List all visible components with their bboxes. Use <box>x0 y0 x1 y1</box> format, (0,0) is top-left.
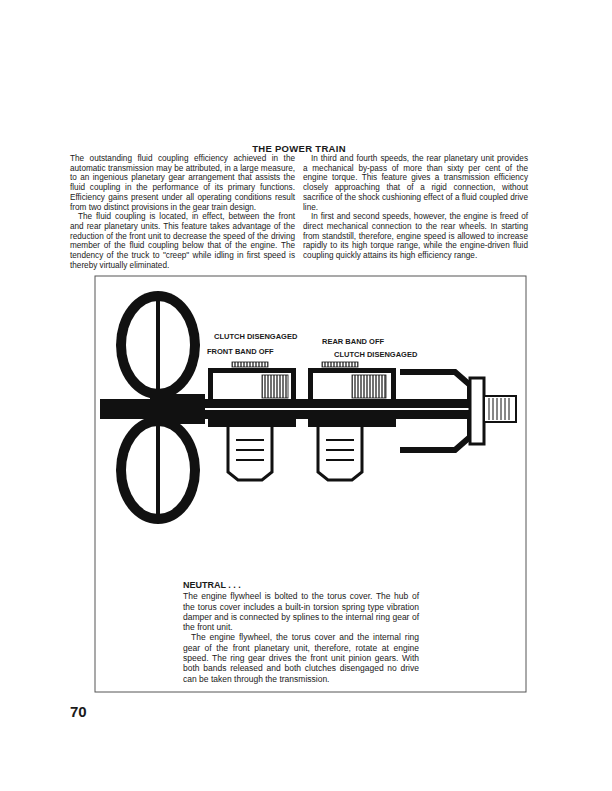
body-paragraph: The fluid coupling is located, in effect… <box>70 212 295 270</box>
rear-planetary-unit <box>308 362 396 480</box>
caption-paragraph: The engine flywheel, the torus cover and… <box>183 632 419 683</box>
part-label: REAR BAND OFF <box>321 337 385 346</box>
figure-frame <box>95 276 526 692</box>
part-label: CLUTCH DISENGAGED <box>333 350 418 359</box>
rear-housing <box>400 372 516 450</box>
body-paragraph: The outstanding fluid coupling efficienc… <box>70 154 295 212</box>
caption-box: NEUTRAL . . .The engine flywheel is bolt… <box>183 580 419 684</box>
caption-heading: NEUTRAL . . . <box>183 580 419 590</box>
part-label: FRONT BAND OFF <box>206 347 275 356</box>
page-number: 70 <box>70 703 87 720</box>
caption-paragraph: The engine flywheel is bolted to the tor… <box>183 591 419 632</box>
part-label: CLUTCH DISENGAGED <box>213 332 298 341</box>
text-columns: The outstanding fluid coupling efficienc… <box>70 154 528 270</box>
body-paragraph: In third and fourth speeds, the rear pla… <box>303 154 528 212</box>
page-heading: THE POWER TRAIN <box>70 143 528 154</box>
front-planetary-unit <box>208 362 296 480</box>
main-shaft <box>100 399 492 419</box>
body-paragraph: In first and second speeds, however, the… <box>303 212 528 261</box>
